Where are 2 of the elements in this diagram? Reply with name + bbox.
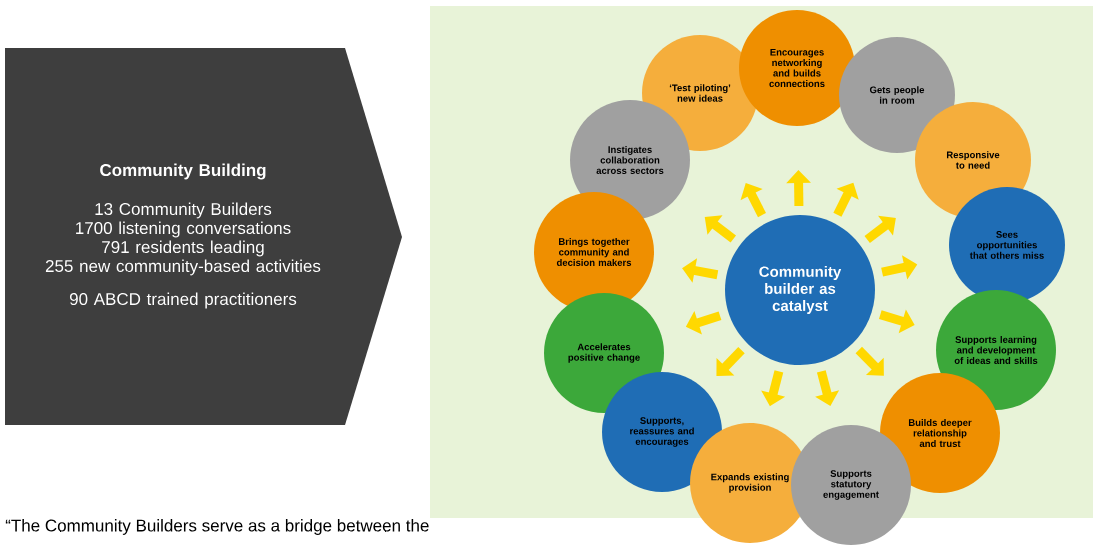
quote-text: “The Community Builders serve as a bridge between the <box>5 519 429 535</box>
chevron-box: Community Building 13 Community Builders 1700 listening conversations 791 residents leading 255 new community-based activities 90 ABCD trained practitioners <box>5 48 402 425</box>
